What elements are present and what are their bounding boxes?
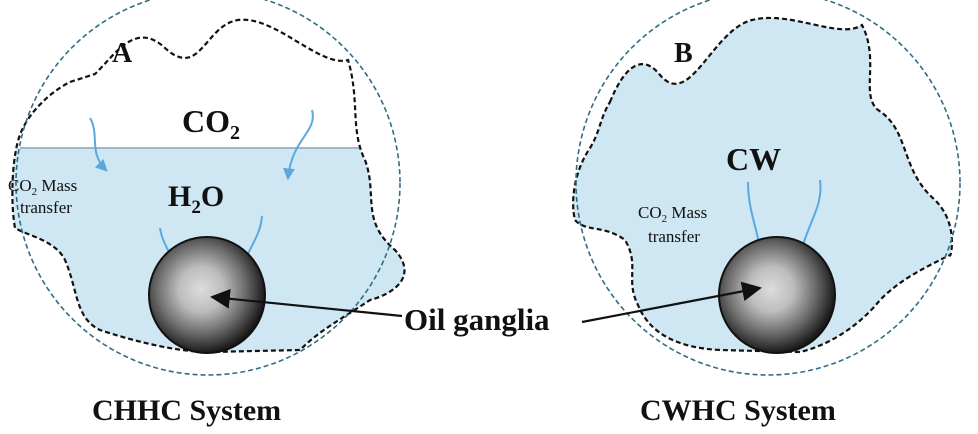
panel-b-letter: B <box>674 38 693 69</box>
oil-ganglia-label: Oil ganglia <box>404 302 550 337</box>
panel-b-mass-transfer-label: CO2 Mass <box>638 203 707 225</box>
panel-a-transfer-arrow-1 <box>89 117 108 172</box>
oil-ganglia-arrow-right <box>581 281 762 324</box>
panel-b: B CW CO2 Mass transfer CWHC System <box>572 0 961 427</box>
panel-a-letter: A <box>112 38 133 69</box>
panel-a: A CO2 H2O CO2 Mass transfer CHHC System <box>8 0 406 427</box>
panel-a-mass-transfer-label: CO2 Mass <box>8 176 77 198</box>
panel-b-dashed-circle <box>575 0 961 376</box>
panel-b-caption: CWHC System <box>640 394 836 427</box>
panel-a-dashed-circle <box>15 0 401 376</box>
panel-b-oil-ganglion <box>718 236 836 354</box>
panel-a-pore-outline <box>11 18 406 354</box>
panel-a-liquid-label: H2O <box>168 180 224 218</box>
panel-b-fluid-label: CW <box>726 141 781 177</box>
panel-a-mass-transfer-label-line2: transfer <box>20 198 72 217</box>
oil-ganglia-arrow-left <box>210 288 403 318</box>
panel-a-oil-ganglion <box>148 236 266 354</box>
panel-b-pore-outline <box>572 16 954 354</box>
panel-a-caption: CHHC System <box>92 394 281 427</box>
oil-ganglia-callout: Oil ganglia <box>210 281 762 337</box>
panel-a-gas-label: CO2 <box>182 103 240 144</box>
panel-a-transfer-arrow-2 <box>282 109 314 181</box>
panel-b-mass-transfer-label-line2: transfer <box>648 227 700 246</box>
